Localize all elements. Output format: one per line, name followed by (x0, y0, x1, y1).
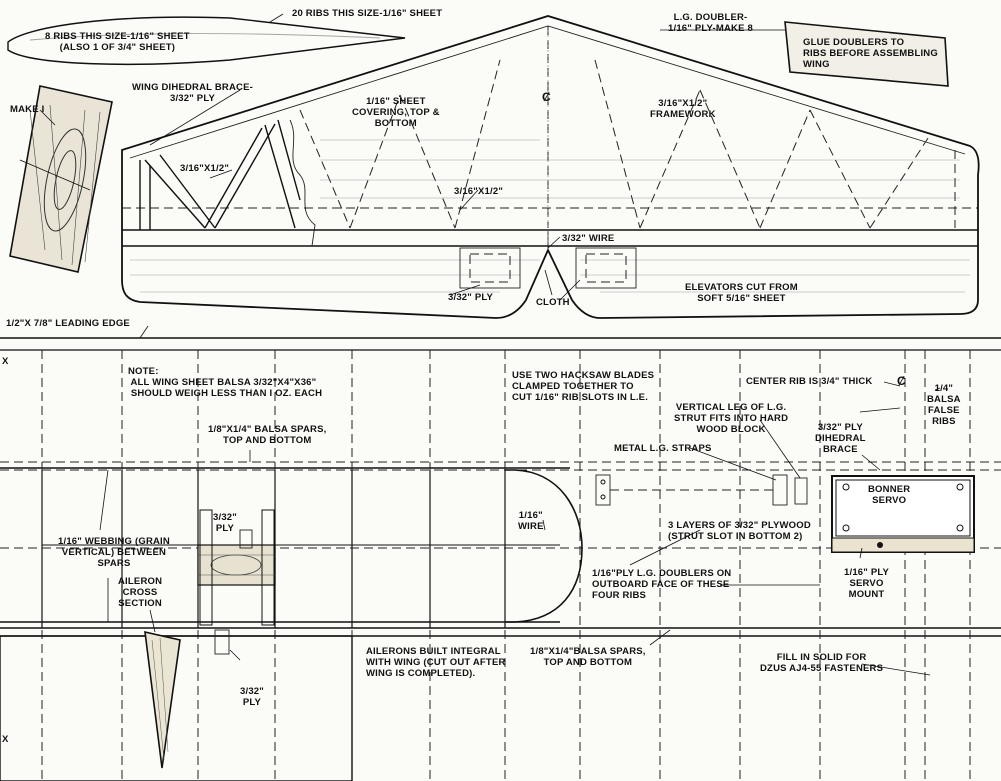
servo-label: BONNER SERVO (868, 484, 911, 506)
cloth-label: CLOTH (536, 297, 570, 308)
wing-frame (0, 337, 1001, 781)
make-note: MAKE I (10, 104, 45, 115)
lg-doublers-note: 1/16"PLY L.G. DOUBLERS ON OUTBOARD FACE … (592, 568, 732, 601)
dihedral-brace-block (9, 85, 113, 273)
aileron-section-note: AILERON CROSS SECTION (118, 576, 163, 609)
framework-note: 3/16"X1/2" FRAMEWORK (650, 98, 716, 120)
lg-doubler-note: L.G. DOUBLER- 1/16" PLY-MAKE 8 (668, 12, 753, 34)
covering-note: 1/16" SHEET COVERING, TOP & BOTTOM (352, 96, 440, 129)
fill-solid-note: FILL IN SOLID FOR DZUS AJ4-55 FASTENERS (760, 652, 884, 674)
stab-framework-left (139, 119, 301, 230)
webbing-note: 1/16" WEBBING (GRAIN VERTICAL) BETWEEN S… (58, 536, 170, 569)
vertical-leg-note: VERTICAL LEG OF L.G. STRUT FITS INTO HAR… (674, 402, 789, 435)
ply-dihedral-brace-note: 3/32" PLY DIHEDRAL BRACE (815, 422, 866, 455)
spar-label-a: 3/16"X1/2" (180, 163, 230, 174)
spars-top-note: 1/8"X1/4" BALSA SPARS, TOP AND BOTTOM (208, 424, 327, 446)
stab-outline (121, 15, 980, 319)
ailerons-note: AILERONS BUILT INTEGRAL WITH WING (CUT O… (366, 646, 506, 679)
ply-label: 3/32" PLY (448, 292, 494, 303)
stab-rib-outline (7, 16, 406, 66)
wing-dihedral-brace-note: WING DIHEDRAL BRACE- 3/32" PLY (132, 82, 253, 104)
aileron-section-wedge (144, 630, 181, 769)
hacksaw-note: USE TWO HACKSAW BLADES CLAMPED TOGETHER … (512, 370, 655, 403)
wing-centerline-mark: ȼ (897, 374, 906, 388)
leading-edge-label: 1/2"X 7/8" LEADING EDGE (6, 318, 130, 329)
servo-box (831, 475, 975, 553)
ply-3-32-label: 3/32" PLY (213, 512, 237, 534)
stab-sheet-tear (289, 119, 316, 247)
spar-label-b: 3/16"X1/2" (454, 186, 504, 197)
center-rib-note: CENTER RIB IS 3/4" THICK (746, 376, 873, 387)
x-mark-top: X (2, 356, 9, 367)
false-ribs-note: 1/4" BALSA FALSE RIBS (927, 383, 961, 427)
glue-note: GLUE DOUBLERS TO RIBS BEFORE ASSEMBLING … (803, 37, 938, 70)
rib-note: 8 RIBS THIS SIZE-1/16" SHEET (ALSO 1 OF … (45, 31, 190, 53)
stab-sheet-grain (130, 139, 970, 293)
stab-rib-grain (29, 33, 381, 41)
x-mark-bottom: X (2, 734, 9, 745)
wire-label: 3/32" WIRE (562, 233, 615, 244)
lg-doubler-piece (784, 21, 949, 87)
ply-bottom-label: 3/32" PLY (240, 686, 264, 708)
stab-ply-horn-right (575, 247, 637, 289)
spars-bottom-note: 1/8"X1/4"BALSA SPARS, TOP AND BOTTOM (530, 646, 646, 668)
servo-mount-note: 1/16" PLY SERVO MOUNT (844, 567, 890, 600)
stab-ply-horn-left (459, 247, 521, 289)
elevators-note: ELEVATORS CUT FROM SOFT 5/16" SHEET (685, 282, 798, 304)
wire-1-16-label: 1/16" WIRE (518, 510, 544, 532)
rib-count-note: 20 RIBS THIS SIZE-1/16" SHEET (292, 8, 443, 19)
metal-straps-note: METAL L.G. STRAPS (614, 443, 712, 454)
wing-sheet-note: NOTE: ALL WING SHEET BALSA 3/32"X4"X36" … (128, 366, 323, 399)
stab-centerline-mark: ȼ (542, 90, 551, 104)
wing-wire-nose (505, 469, 583, 623)
ply-layers-note: 3 LAYERS OF 3/32" PLYWOOD (STRUT SLOT IN… (668, 520, 811, 542)
